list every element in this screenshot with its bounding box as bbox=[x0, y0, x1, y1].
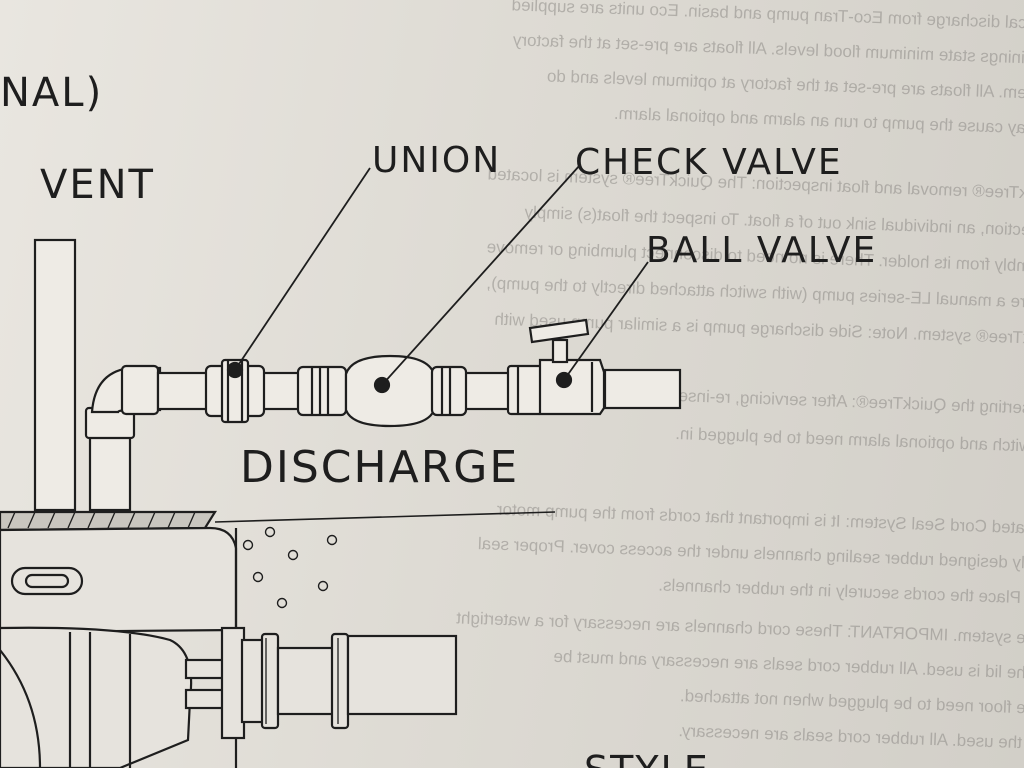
style-label-fragment: STYLE bbox=[584, 748, 710, 768]
check-valve bbox=[296, 354, 468, 428]
basin-body bbox=[0, 526, 238, 768]
union-label: UNION bbox=[372, 140, 502, 181]
vent-label: VENT bbox=[40, 162, 155, 208]
bubble-marks bbox=[242, 526, 338, 609]
discharge-label: DISCHARGE bbox=[240, 442, 520, 493]
leader-lines bbox=[234, 164, 649, 386]
pump-assembly bbox=[0, 626, 458, 768]
ball-valve bbox=[506, 318, 606, 416]
basin-lid-grill bbox=[0, 510, 556, 532]
discharge-pipe-run bbox=[156, 368, 682, 411]
check-valve-label: CHECK VALVE bbox=[575, 142, 843, 183]
discharge-elbow bbox=[84, 364, 162, 512]
ball-valve-label: BALL VALVE bbox=[646, 230, 878, 271]
vent-pipe bbox=[33, 238, 77, 512]
optional-label-fragment: NAL) bbox=[0, 70, 104, 116]
union-fitting bbox=[204, 358, 266, 424]
